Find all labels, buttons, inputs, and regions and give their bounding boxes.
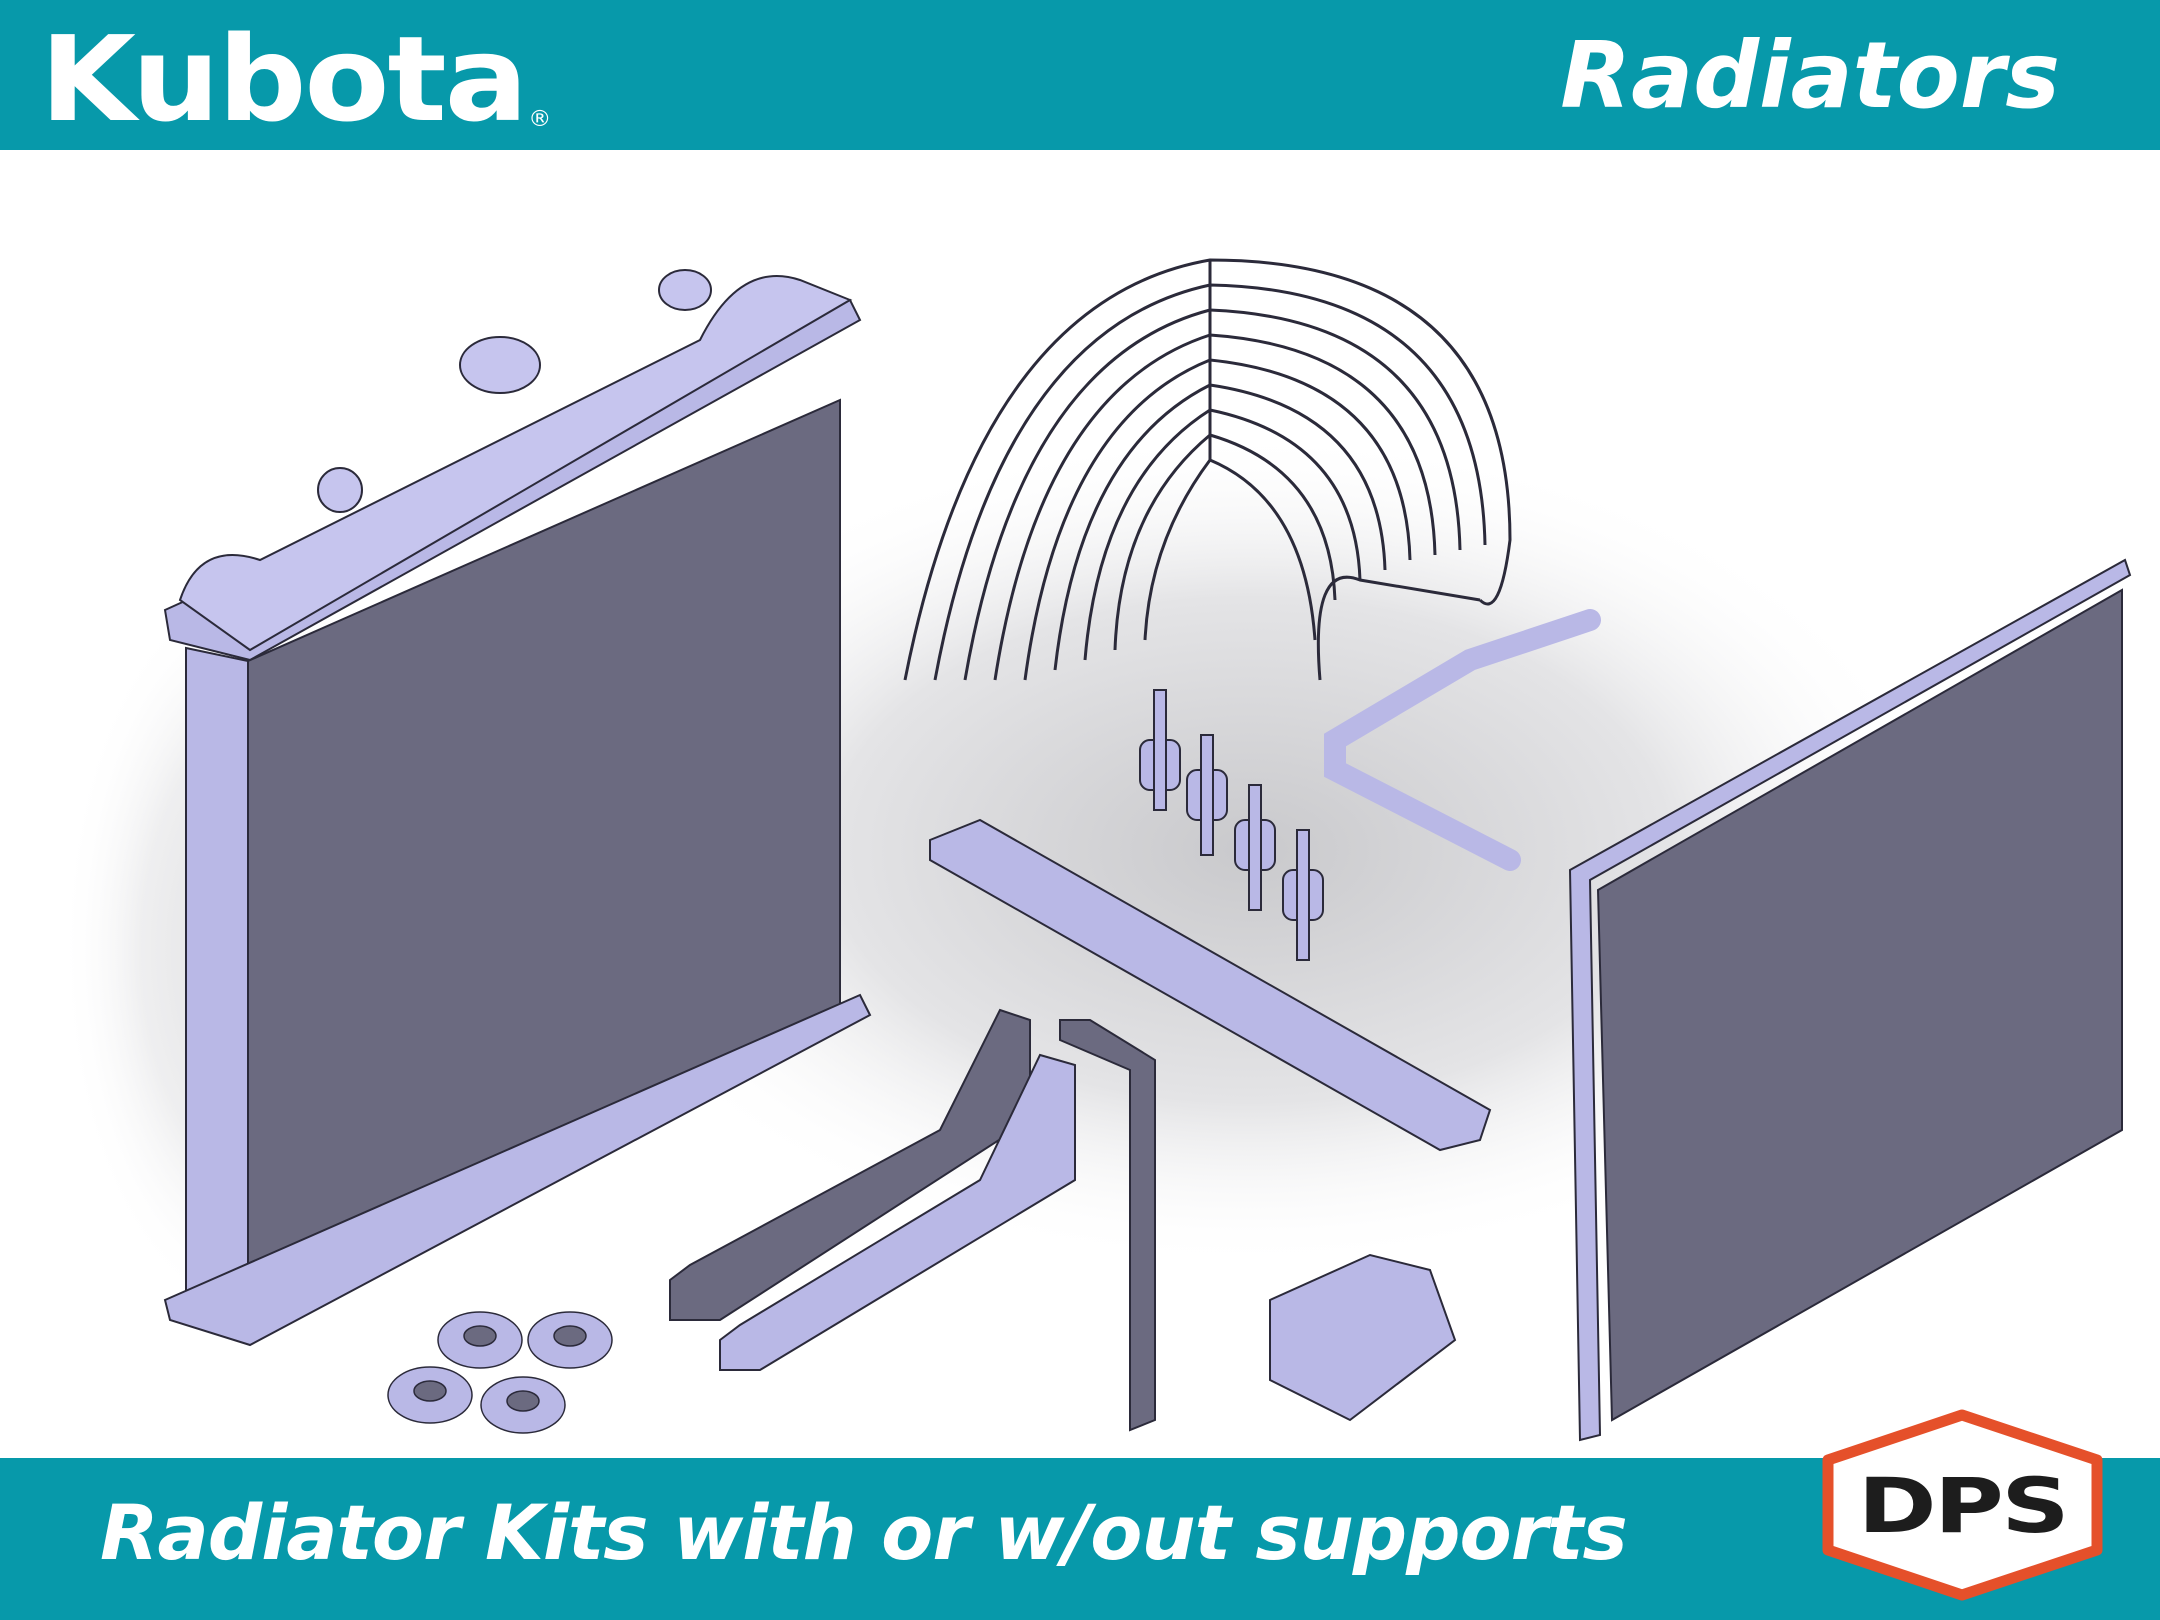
kubota-logo-text: Kubota [40,10,528,148]
corner-bracket [1269,1253,1457,1422]
registered-mark: ® [528,107,551,132]
rubber-mounts [1139,689,1324,961]
kubota-logo: Kubota® [40,10,551,148]
tagline: Radiator Kits with or w/out supports [100,1488,1628,1577]
dps-logo: DPS [1815,1405,2110,1605]
fan-guard [903,258,1512,681]
footer-bar: Radiator Kits with or w/out supports [0,1458,2160,1620]
parts-illustration [60,258,2132,1442]
radiator-core [163,269,872,1347]
condenser-panel [1568,558,2132,1442]
washers [387,1311,613,1434]
support-rod [1324,609,1601,871]
dps-logo-text: DPS [1857,1460,2070,1550]
strap-bracket [1059,1019,1156,1432]
side-brackets [669,1008,1076,1371]
dps-hexagon-icon [1822,1409,2103,1601]
page-title: Radiators [1560,22,2060,129]
mounting-bar [929,818,1492,1152]
header-bar: Kubota® Radiators [0,0,2160,150]
